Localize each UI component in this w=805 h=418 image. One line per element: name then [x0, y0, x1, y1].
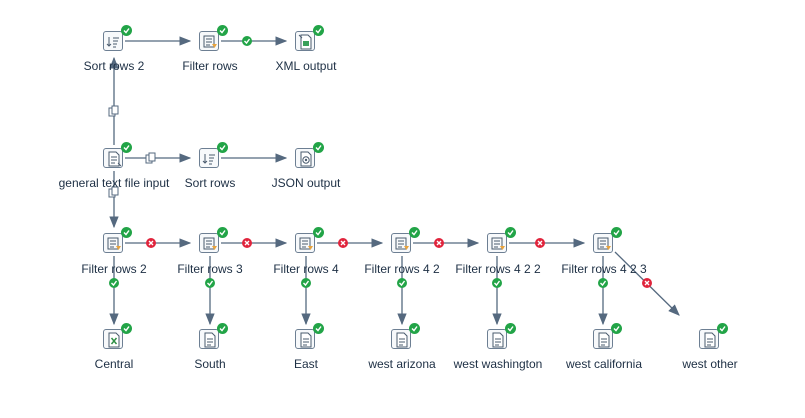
step-west-california[interactable]	[593, 329, 613, 349]
step-label: Filter rows 3	[177, 262, 243, 276]
step-label: general text file input	[58, 176, 170, 190]
success-check-icon	[121, 323, 132, 334]
true-result-icon	[205, 278, 215, 288]
false-result-icon	[434, 238, 444, 248]
text-file-output-icon	[396, 332, 408, 348]
step-filter-rows-4-2-2[interactable]	[487, 233, 507, 253]
step-filter-rows-4[interactable]	[295, 233, 315, 253]
text-file-output-icon	[598, 332, 610, 348]
true-result-icon	[397, 278, 407, 288]
copy-rows-icon	[108, 105, 119, 117]
filter-rows-icon	[395, 237, 409, 250]
step-east[interactable]	[295, 329, 315, 349]
sort-rows-icon	[202, 154, 215, 165]
success-check-icon	[217, 25, 228, 36]
text-file-output-icon	[704, 332, 716, 348]
step-label: Filter rows 4	[273, 262, 339, 276]
success-check-icon	[313, 142, 324, 153]
text-file-output-icon	[492, 332, 504, 348]
success-check-icon	[217, 227, 228, 238]
filter-rows-icon	[203, 35, 217, 48]
false-result-icon	[338, 238, 348, 248]
step-label: west washington	[453, 357, 543, 371]
step-west-other[interactable]	[699, 329, 719, 349]
success-check-icon	[611, 227, 622, 238]
step-xml-output[interactable]	[295, 31, 315, 51]
step-label: Filter rows	[182, 59, 238, 73]
sort-rows-icon	[106, 37, 119, 48]
step-west-washington[interactable]	[487, 329, 507, 349]
step-filter-rows[interactable]	[199, 31, 219, 51]
false-result-icon	[242, 238, 252, 248]
filter-rows-icon	[597, 237, 611, 250]
success-check-icon	[313, 25, 324, 36]
step-label: JSON output	[271, 176, 341, 190]
success-check-icon	[409, 323, 420, 334]
filter-rows-icon	[203, 237, 217, 250]
step-json-output[interactable]	[295, 148, 315, 168]
step-sort-rows[interactable]	[199, 148, 219, 168]
filter-rows-icon	[299, 237, 313, 250]
false-result-icon	[535, 238, 545, 248]
step-south[interactable]	[199, 329, 219, 349]
step-filter-rows-3[interactable]	[199, 233, 219, 253]
step-label: Filter rows 4 2	[364, 262, 440, 276]
success-check-icon	[717, 323, 728, 334]
success-check-icon	[313, 323, 324, 334]
copy-rows-icon	[108, 186, 119, 198]
text-file-input-icon	[108, 151, 122, 167]
step-label: west other	[682, 357, 738, 371]
step-west-arizona[interactable]	[391, 329, 411, 349]
step-central[interactable]	[103, 329, 123, 349]
step-label: XML output	[275, 59, 337, 73]
true-result-icon	[242, 36, 252, 46]
success-check-icon	[611, 323, 622, 334]
filter-rows-icon	[491, 237, 505, 250]
text-file-output-icon	[300, 332, 312, 348]
success-check-icon	[121, 227, 132, 238]
success-check-icon	[505, 227, 516, 238]
step-label: west arizona	[368, 357, 436, 371]
success-check-icon	[217, 323, 228, 334]
success-check-icon	[121, 25, 132, 36]
step-filter-rows-4-2[interactable]	[391, 233, 411, 253]
true-result-icon	[109, 278, 119, 288]
step-label: East	[293, 357, 319, 371]
step-label: South	[194, 357, 226, 371]
step-label: Filter rows 2	[81, 262, 147, 276]
success-check-icon	[313, 227, 324, 238]
success-check-icon	[121, 142, 132, 153]
true-result-icon	[598, 278, 608, 288]
step-label: Sort rows	[184, 176, 236, 190]
true-result-icon	[492, 278, 502, 288]
copy-rows-icon	[145, 152, 156, 164]
success-check-icon	[217, 142, 228, 153]
text-file-output-icon	[204, 332, 216, 348]
excel-output-icon	[108, 332, 120, 348]
step-label: west california	[565, 357, 643, 371]
step-sort-rows-2[interactable]	[103, 31, 123, 51]
true-result-icon	[301, 278, 311, 288]
step-label: Filter rows 4 2 3	[561, 262, 647, 276]
json-output-icon	[300, 151, 312, 167]
step-label: Filter rows 4 2 2	[455, 262, 541, 276]
false-result-icon	[146, 238, 156, 248]
step-label: Central	[94, 357, 134, 371]
filter-rows-icon	[107, 237, 121, 250]
step-filter-rows-2[interactable]	[103, 233, 123, 253]
step-filter-rows-4-2-3[interactable]	[593, 233, 613, 253]
success-check-icon	[505, 323, 516, 334]
step-label: Sort rows 2	[83, 59, 145, 73]
false-result-icon	[642, 278, 652, 288]
xml-output-icon	[298, 34, 312, 50]
step-general-text-file-input[interactable]	[103, 148, 123, 168]
success-check-icon	[409, 227, 420, 238]
